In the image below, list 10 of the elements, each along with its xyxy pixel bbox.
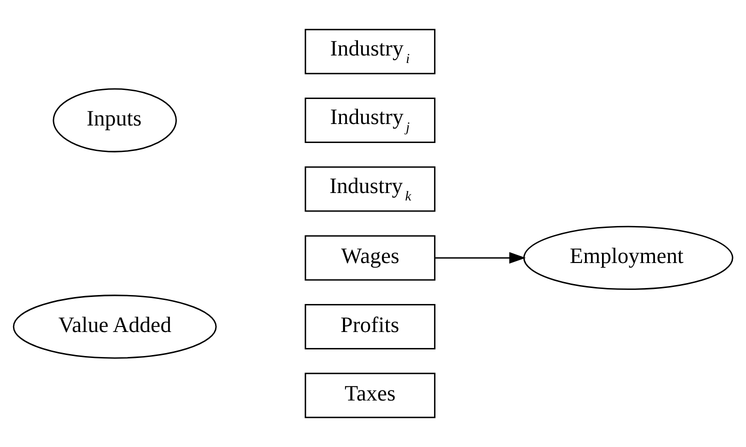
node-ellipse: Inputs	[52, 88, 177, 152]
node-box: Profits	[304, 304, 436, 350]
node-box: Industry$_{i}$	[304, 28, 436, 74]
arrow	[435, 252, 526, 264]
node-box: Industry$_{k}$	[304, 166, 436, 212]
node-box: Taxes	[304, 372, 436, 418]
node-box: Wages	[304, 235, 436, 281]
node-box: Industry$_{j}$	[304, 98, 436, 144]
node-ellipse: Value Added	[12, 294, 217, 359]
node-ellipse: Employment	[523, 226, 734, 290]
